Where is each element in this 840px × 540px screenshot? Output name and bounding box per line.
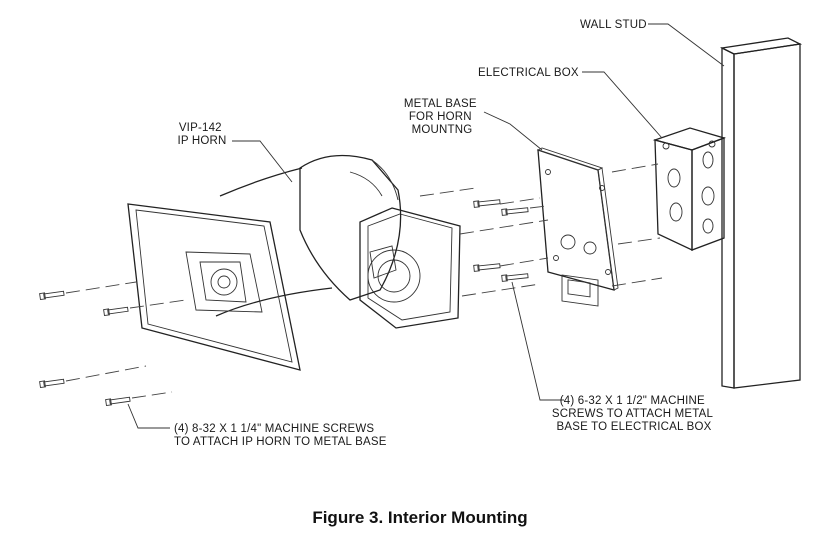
metal-base-plate (536, 147, 619, 307)
leader-lines (127, 23, 725, 429)
horn-screws-label: (4) 8-32 X 1 1/4" MACHINE SCREWS TO ATTA… (174, 423, 387, 448)
figure-caption: Figure 3. Interior Mounting (312, 508, 528, 527)
electrical-box-label: ELECTRICAL BOX (478, 67, 579, 79)
base-screws (473, 199, 529, 282)
ip-horn (127, 154, 461, 371)
electrical-box (652, 127, 727, 252)
base-screws-label: (4) 6-32 X 1 1/2" MACHINE SCREWS TO ATTA… (552, 395, 716, 433)
alignment-lines (65, 163, 663, 399)
wall-stud-label: WALL STUD (580, 19, 647, 31)
horn-screws (39, 290, 131, 407)
ip-horn-label: VIP-142 IP HORN (177, 122, 226, 147)
metal-base-label: METAL BASE FOR HORN MOUNTNG (404, 98, 480, 136)
wall-stud (719, 37, 803, 389)
